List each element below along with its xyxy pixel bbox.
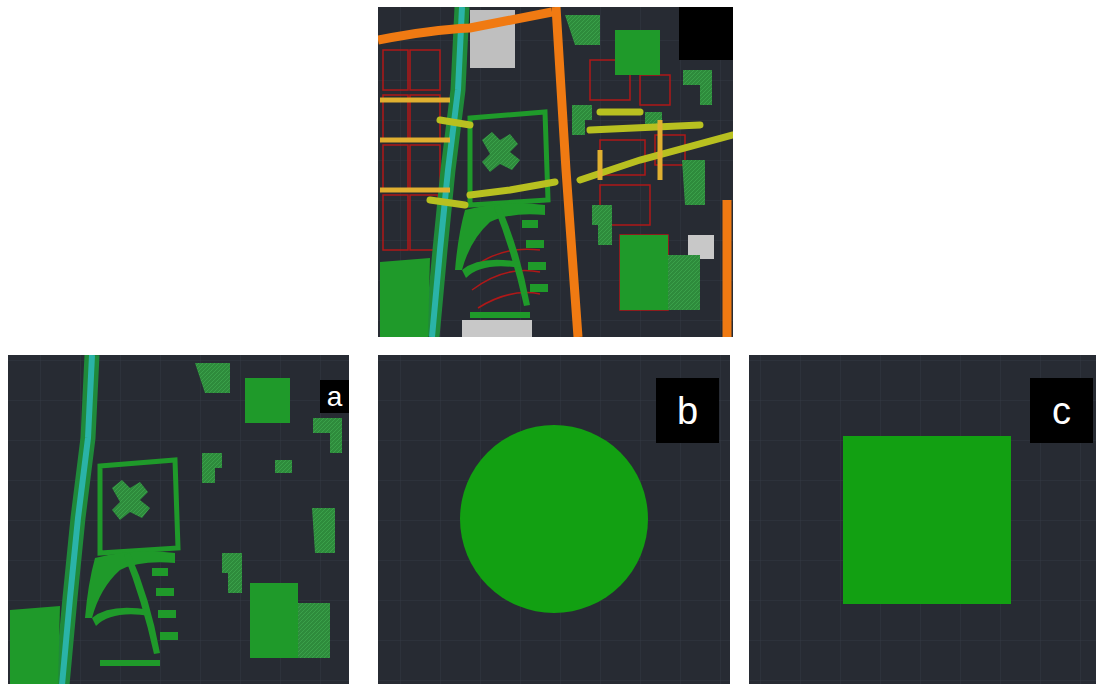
panel-letter: b	[677, 392, 698, 430]
panel-label-box: c	[1030, 378, 1093, 443]
panel-letter: a	[327, 383, 343, 411]
panel-label-box: b	[656, 378, 719, 443]
panel-label-box: a	[320, 380, 349, 413]
panel-letter: c	[1052, 392, 1071, 430]
